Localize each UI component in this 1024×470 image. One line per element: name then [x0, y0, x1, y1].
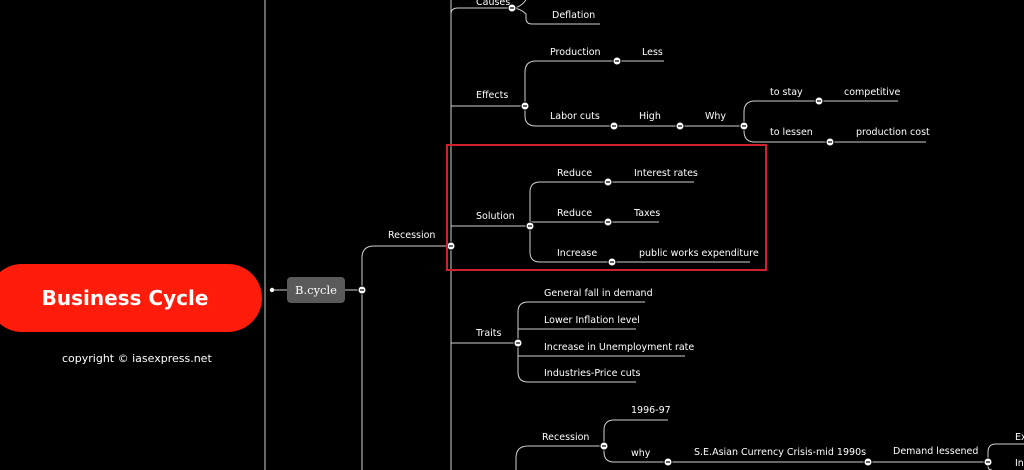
topic-traits[interactable]: Traits — [476, 328, 502, 339]
topic-public-works[interactable]: public works expenditure — [639, 248, 759, 259]
topic-year[interactable]: 1996-97 — [631, 405, 671, 416]
topic-to-stay[interactable]: to stay — [770, 87, 803, 98]
topic-asian-crisis[interactable]: S.E.Asian Currency Crisis-mid 1990s — [694, 447, 867, 458]
topic-labor-cuts[interactable]: Labor cuts — [550, 111, 600, 122]
topic-interest-rates[interactable]: Interest rates — [634, 168, 698, 179]
topic-high[interactable]: High — [639, 111, 661, 122]
topic-reduce-2[interactable]: Reduce — [557, 208, 593, 219]
topic-production[interactable]: Production — [550, 47, 601, 58]
topic-reduce-1[interactable]: Reduce — [557, 168, 593, 179]
topic-example-recession[interactable]: Recession — [542, 432, 590, 443]
solution-highlight-box — [446, 144, 767, 271]
topic-competitive[interactable]: competitive — [844, 87, 901, 98]
topic-why[interactable]: Why — [705, 111, 727, 122]
topic-recession[interactable]: Recession — [388, 230, 436, 241]
topic-causes[interactable]: Causes — [476, 0, 511, 8]
topic-demand-lessened[interactable]: Demand lessened — [893, 446, 979, 457]
topic-trait-3[interactable]: Increase in Unemployment rate — [544, 342, 695, 353]
topic-production-cost[interactable]: production cost — [856, 127, 930, 138]
topic-less[interactable]: Less — [642, 47, 663, 58]
topic-trait-1[interactable]: General fall in demand — [544, 288, 653, 299]
topic-effects[interactable]: Effects — [476, 90, 509, 101]
topic-deflation[interactable]: Deflation — [552, 10, 596, 21]
root-anchor-dot — [269, 287, 275, 293]
topic-trait-4[interactable]: Industries-Price cuts — [544, 368, 641, 379]
topic-solution[interactable]: Solution — [476, 211, 515, 222]
topic-to-lessen[interactable]: to lessen — [770, 127, 813, 138]
topic-increase[interactable]: Increase — [557, 248, 598, 259]
topic-bcycle[interactable]: B.cycle — [287, 277, 345, 303]
root-topic[interactable]: Business Cycle — [0, 264, 262, 332]
topic-trait-2[interactable]: Lower Inflation level — [544, 315, 640, 326]
root-topic-title: Business Cycle — [41, 286, 209, 310]
topic-cut-2[interactable]: In — [1015, 458, 1024, 469]
topic-why-2[interactable]: why — [631, 448, 651, 459]
topic-cut-1[interactable]: Ex — [1015, 432, 1024, 443]
topic-bcycle-label: B.cycle — [295, 283, 337, 297]
copyright-text: copyright © iasexpress.net — [62, 352, 212, 365]
topic-taxes[interactable]: Taxes — [634, 208, 661, 219]
